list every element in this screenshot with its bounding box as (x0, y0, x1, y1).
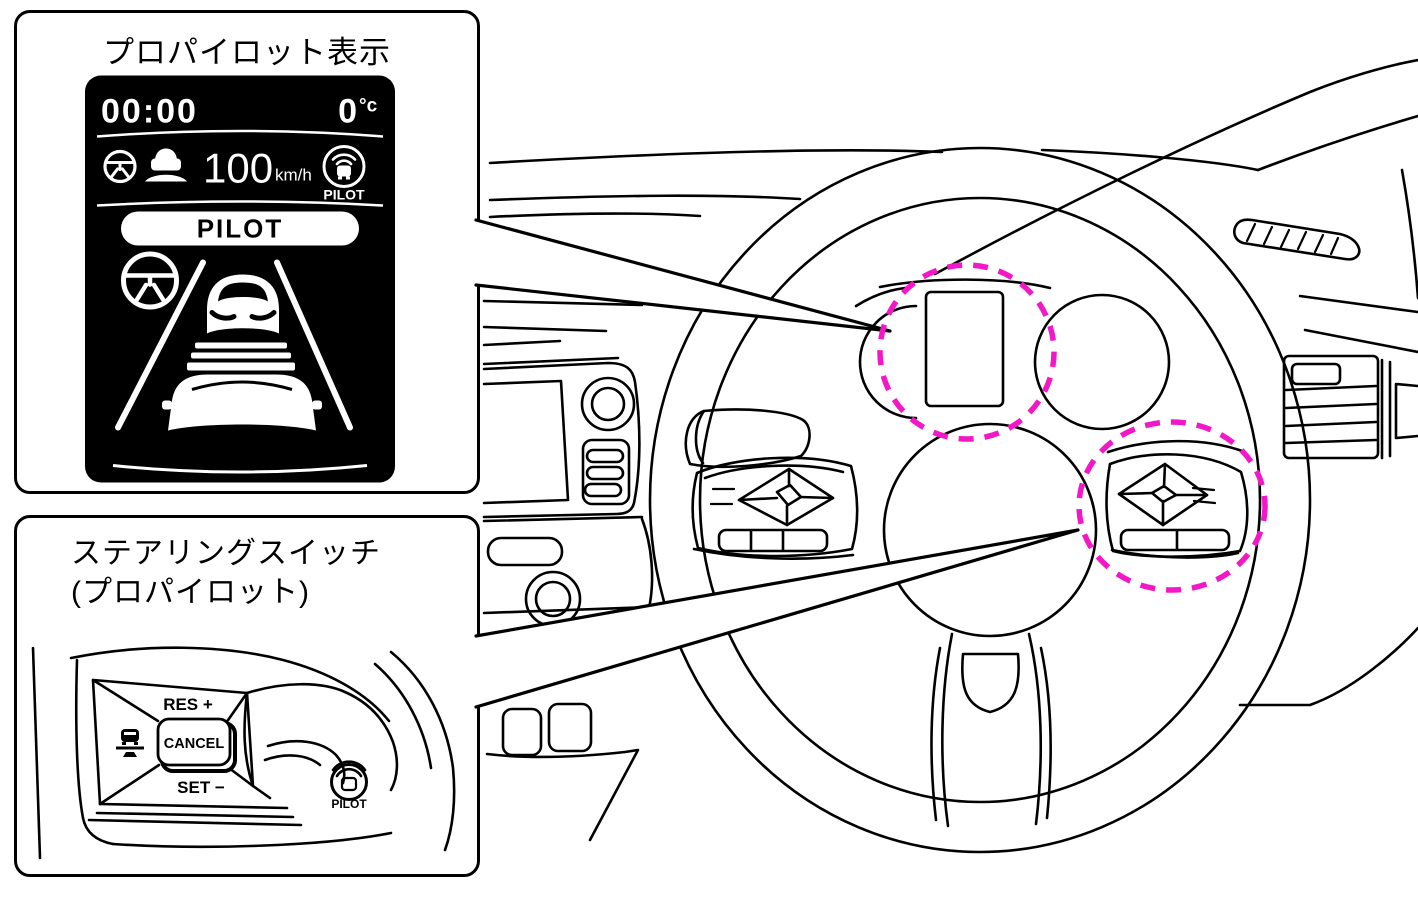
set-speed-unit: km/h (275, 166, 312, 185)
detected-car-graphic (207, 274, 279, 334)
wiper-stalk (684, 408, 811, 469)
clock: 00:00 (101, 93, 198, 131)
own-car-graphic (162, 374, 322, 431)
right-steering-switch (1105, 439, 1249, 559)
distance-bars (187, 342, 295, 371)
outside-temp-unit: °c (359, 96, 378, 117)
steering-switch-closeup: CANCEL RES + SET − PILOT (31, 646, 456, 860)
propilot-display-callout: プロパイロット表示 00:00 0 °c 100 km/h (14, 10, 480, 494)
propilot-display: 00:00 0 °c 100 km/h (85, 75, 395, 483)
res-plus-button-label: RES + (163, 695, 213, 714)
pilot-banner (121, 211, 359, 246)
dash-top-lines (482, 58, 1418, 707)
audio-knob (580, 376, 636, 432)
switch-callout-title-line1: ステアリングスイッチ (71, 537, 381, 570)
switch-callout-title: ステアリングスイッチ (プロパイロット) (71, 534, 477, 612)
audio-screen (482, 379, 570, 505)
propilot-display-screen: 00:00 0 °c 100 km/h (85, 75, 395, 483)
lane-steering-icon (121, 251, 179, 310)
pilot-button-label: PILOT (331, 797, 367, 811)
display-callout-title: プロパイロット表示 (103, 35, 391, 70)
side-air-vent (1282, 354, 1418, 460)
pilot-banner-label: PILOT (197, 214, 284, 244)
left-steering-switch (691, 456, 859, 560)
center-stack (482, 339, 654, 842)
svg-text:CANCEL: CANCEL (164, 736, 225, 752)
dash-button (547, 702, 593, 753)
defroster-vent (1233, 218, 1361, 261)
lane-lines (115, 259, 353, 431)
steering-assist-icon (103, 149, 137, 184)
propilot-status-icon (322, 145, 366, 188)
set-speed-value: 100 (203, 145, 273, 192)
propilot-button-icon (330, 760, 368, 801)
set-minus-button-label: SET − (177, 778, 225, 797)
right-gauge (1033, 293, 1171, 431)
steering-switch-callout: ステアリングスイッチ (プロパイロット) (14, 515, 480, 877)
climate-knob (524, 570, 582, 628)
cluster-display-screen (924, 290, 1005, 408)
propilot-icon-caption: PILOT (323, 187, 365, 203)
road-bottom-curve (112, 464, 368, 474)
following-distance-icon (116, 729, 144, 757)
dash-button (501, 707, 543, 757)
left-gauge (858, 304, 918, 420)
outside-temp-value: 0 (338, 93, 357, 131)
lead-vehicle-detect-icon (145, 148, 187, 182)
switch-callout-title-line2: (プロパイロット) (71, 576, 310, 609)
instrument-cluster (854, 278, 1171, 431)
steering-hub (882, 422, 1098, 638)
cancel-button: CANCEL (156, 717, 237, 773)
